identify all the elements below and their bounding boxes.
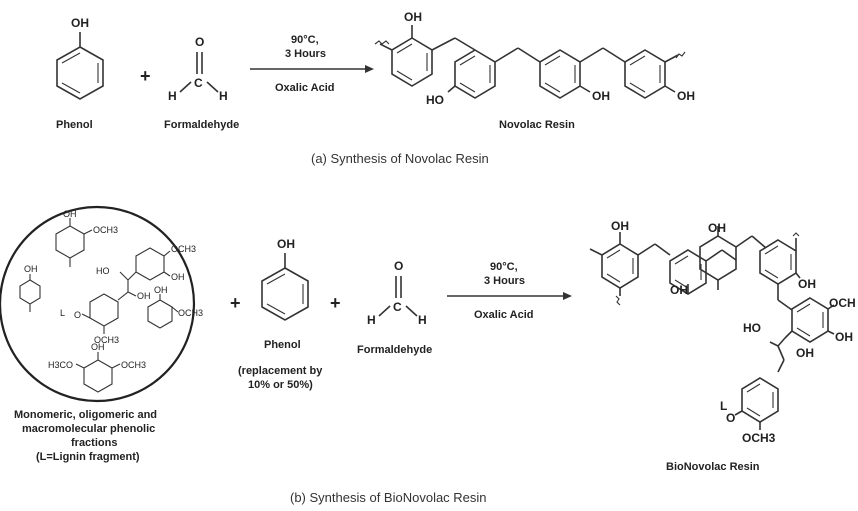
svg-text:OH: OH [708, 221, 726, 235]
catalyst-label-a: Oxalic Acid [275, 82, 335, 94]
svg-text:OH: OH [835, 330, 853, 344]
plus-sign-b1: + [230, 293, 241, 313]
novolac-oh-3: OH [592, 89, 610, 103]
svg-text:OCH3: OCH3 [178, 308, 203, 318]
svg-text:L: L [720, 399, 727, 413]
novolac-oh-1: OH [404, 10, 422, 24]
mixture-label-line3: fractions [71, 437, 117, 449]
svg-text:OCH3: OCH3 [93, 225, 118, 235]
catalyst-label-b: Oxalic Acid [474, 309, 534, 321]
bionovolac-resin-label: BioNovolac Resin [666, 461, 760, 473]
phenol-b-oh-label: OH [277, 237, 295, 251]
svg-text:OH: OH [171, 272, 185, 282]
formaldehyde-o-label: O [195, 35, 204, 49]
svg-text:OH: OH [796, 346, 814, 360]
mixture-label-line2: macromolecular phenolic [22, 423, 155, 435]
phenol-label-b: Phenol [264, 339, 301, 351]
svg-text:L: L [60, 308, 65, 318]
caption-b: (b) Synthesis of BioNovolac Resin [290, 490, 487, 505]
phenol-label-a: Phenol [56, 119, 93, 131]
svg-text:OH: OH [154, 285, 168, 295]
mixture-label-line1: Monomeric, oligomeric and [14, 409, 157, 421]
conditions-time-a: 3 Hours [285, 48, 326, 60]
svg-text:O: O [394, 259, 403, 273]
svg-text:H3CO: H3CO [48, 360, 73, 370]
novolac-ho-2: HO [426, 93, 444, 107]
svg-text:OH: OH [91, 342, 105, 352]
conditions-time-b: 3 Hours [484, 275, 525, 287]
novolac-resin-structure: OH HO OH OH [374, 10, 695, 107]
phenol-structure-a: OH [56, 16, 104, 100]
plus-sign-b2: + [330, 293, 341, 313]
svg-text:OH: OH [611, 219, 629, 233]
formaldehyde-label-b: Formaldehyde [357, 344, 432, 356]
phenol-structure-b: OH [261, 237, 309, 321]
svg-text:HO: HO [96, 266, 110, 276]
lignin-fragment-structures: OH OCH3 OCH3 OH HO OH L O OCH3 OH OH OCH… [19, 209, 203, 393]
bionovolac-resin-structure: OH OH OH OH [589, 219, 856, 445]
svg-text:O: O [726, 411, 735, 425]
formaldehyde-h1-label: H [168, 89, 177, 103]
reaction-arrow-a [250, 65, 374, 73]
svg-text:H: H [418, 313, 427, 327]
replacement-line2: 10% or 50%) [248, 379, 313, 391]
svg-text:OCH3: OCH3 [742, 431, 776, 445]
svg-text:OH: OH [63, 209, 77, 219]
novolac-resin-label: Novolac Resin [499, 119, 575, 131]
formaldehyde-structure-b: O C H H [367, 259, 427, 327]
svg-text:O: O [74, 310, 81, 320]
formaldehyde-structure-a: O C H H [168, 35, 228, 103]
mixture-label-line4: (L=Lignin fragment) [36, 451, 140, 463]
formaldehyde-label-a: Formaldehyde [164, 119, 239, 131]
conditions-temp-b: 90°C, [490, 261, 518, 273]
svg-text:OH: OH [670, 283, 688, 297]
svg-text:OCH: OCH [829, 296, 856, 310]
svg-text:OH: OH [24, 264, 38, 274]
svg-text:C: C [393, 300, 402, 314]
svg-text:OCH3: OCH3 [171, 244, 196, 254]
reaction-arrow-b [447, 292, 572, 300]
svg-text:OH: OH [798, 277, 816, 291]
svg-text:H: H [367, 313, 376, 327]
formaldehyde-h2-label: H [219, 89, 228, 103]
caption-a: (a) Synthesis of Novolac Resin [311, 151, 489, 166]
svg-text:OCH3: OCH3 [94, 335, 119, 345]
svg-text:HO: HO [743, 321, 761, 335]
plus-sign-a1: + [140, 66, 151, 86]
lignin-fragments-circle [0, 205, 196, 403]
svg-text:OH: OH [137, 291, 151, 301]
novolac-oh-4: OH [677, 89, 695, 103]
formaldehyde-c-label: C [194, 76, 203, 90]
svg-text:OCH3: OCH3 [121, 360, 146, 370]
phenol-oh-label: OH [71, 16, 89, 30]
conditions-temp-a: 90°C, [291, 34, 319, 46]
replacement-line1: (replacement by [238, 365, 323, 377]
